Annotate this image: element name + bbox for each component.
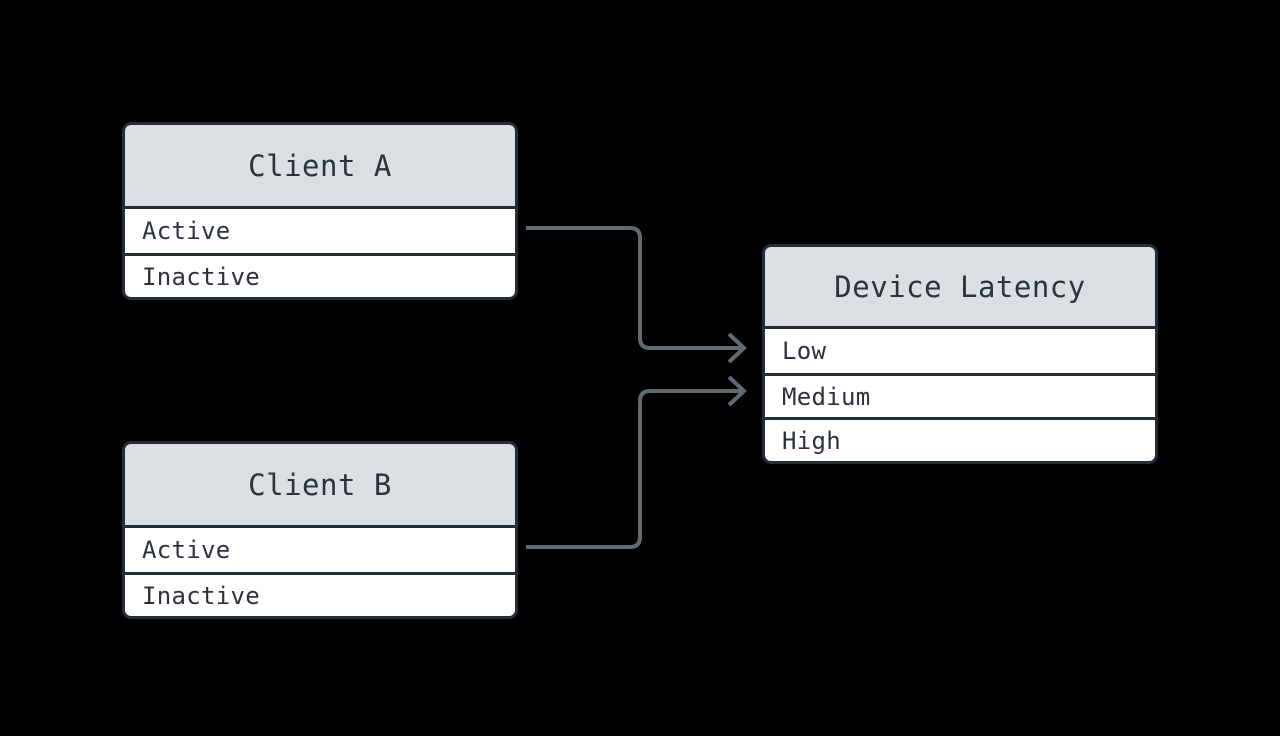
edge-client-a-active-to-latency-low (526, 226, 747, 364)
arrowhead-icon (727, 332, 747, 364)
entity-row-client-a-inactive[interactable]: Inactive (125, 253, 515, 297)
entity-row-client-b-inactive[interactable]: Inactive (125, 572, 515, 616)
entity-row-client-a-active[interactable]: Active (125, 209, 515, 253)
entity-device-latency[interactable]: Device Latency Low Medium High (762, 244, 1158, 464)
entity-row-device-latency-medium[interactable]: Medium (765, 373, 1155, 417)
arrowhead-icon (727, 375, 747, 407)
edge-path (526, 389, 745, 549)
entity-client-b[interactable]: Client B Active Inactive (122, 441, 518, 619)
entity-client-a[interactable]: Client A Active Inactive (122, 122, 518, 300)
entity-row-client-b-active[interactable]: Active (125, 528, 515, 572)
entity-row-device-latency-low[interactable]: Low (765, 329, 1155, 373)
entity-title-device-latency: Device Latency (765, 247, 1155, 329)
entity-row-list: Active Inactive (125, 528, 515, 616)
entity-title-client-a: Client A (125, 125, 515, 209)
entity-row-list: Low Medium High (765, 329, 1155, 461)
entity-title-client-b: Client B (125, 444, 515, 528)
edge-path (526, 226, 745, 350)
edge-client-b-active-to-latency-medium (526, 375, 747, 549)
entity-row-list: Active Inactive (125, 209, 515, 297)
entity-row-device-latency-high[interactable]: High (765, 417, 1155, 461)
